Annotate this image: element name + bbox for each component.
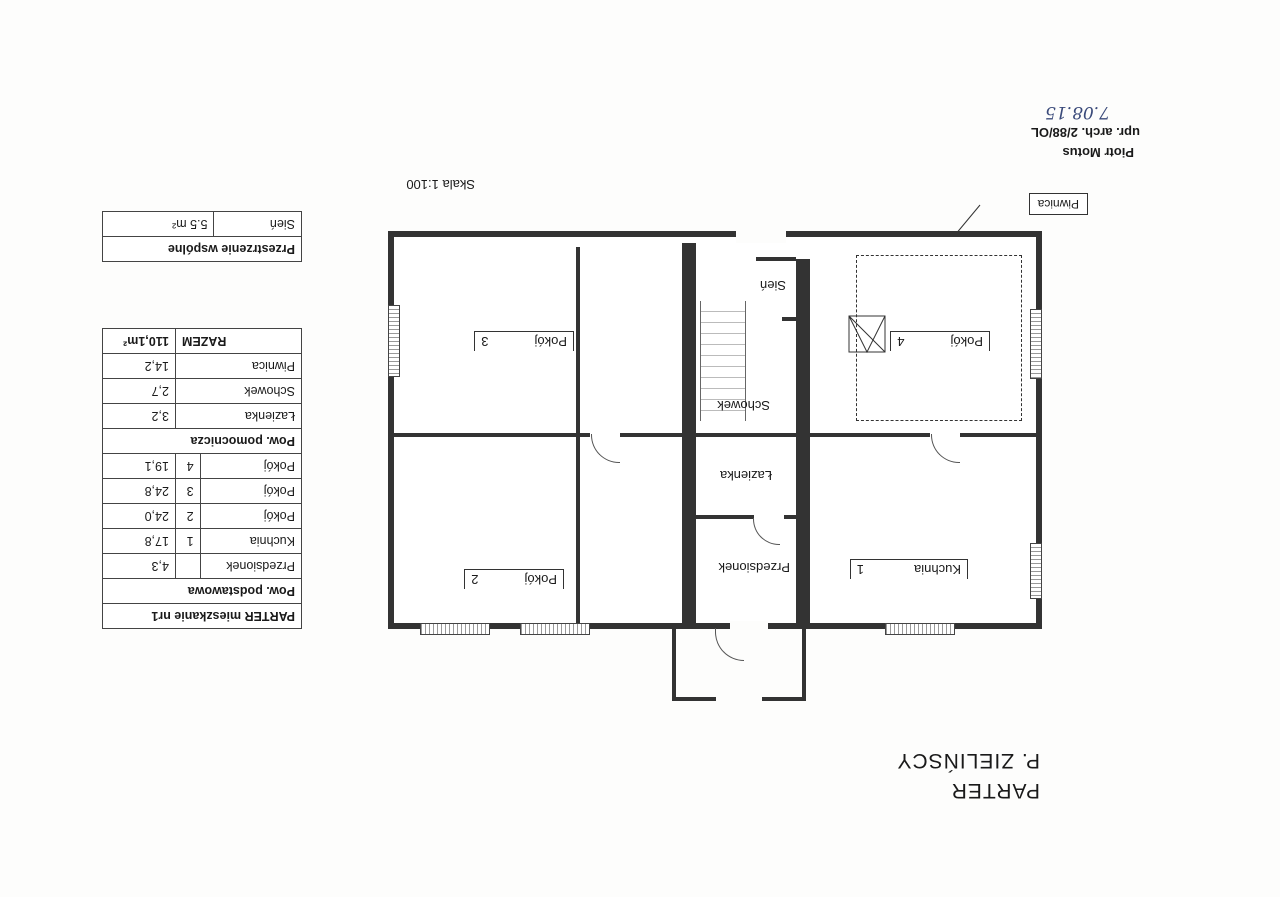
window [1030, 309, 1042, 379]
room-pokoj-4: Pokój4 [890, 331, 990, 351]
room-schowek: Schowek [717, 398, 770, 413]
window [1030, 543, 1042, 599]
table-main-section2: Pow. pomocnicza [102, 428, 302, 454]
area-table-main: PARTER mieszkanie nr1 Pow. podstawowa Pr… [102, 328, 302, 629]
room-kuchnia: Kuchnia1 [849, 559, 968, 579]
wall-vertical-center [682, 243, 696, 623]
window [388, 305, 400, 377]
room-pokoj-2: Pokój2 [464, 569, 564, 589]
table-common-title: Przestrzenie wspólne [102, 236, 302, 262]
table-main-section1: Pow. podstawowa [102, 578, 302, 604]
window [885, 623, 955, 635]
room-pokoj-3: Pokój3 [474, 331, 574, 351]
wall-vertical-left [796, 259, 810, 623]
window [520, 623, 590, 635]
table-main-title: PARTER mieszkanie nr1 [102, 603, 302, 629]
room-lazienka: Łazienka [719, 468, 772, 483]
stair-hatch-icon [848, 315, 886, 353]
room-sien: Sień [759, 278, 786, 293]
window [420, 623, 490, 635]
room-przedsionek: Przedsionek [718, 560, 790, 575]
